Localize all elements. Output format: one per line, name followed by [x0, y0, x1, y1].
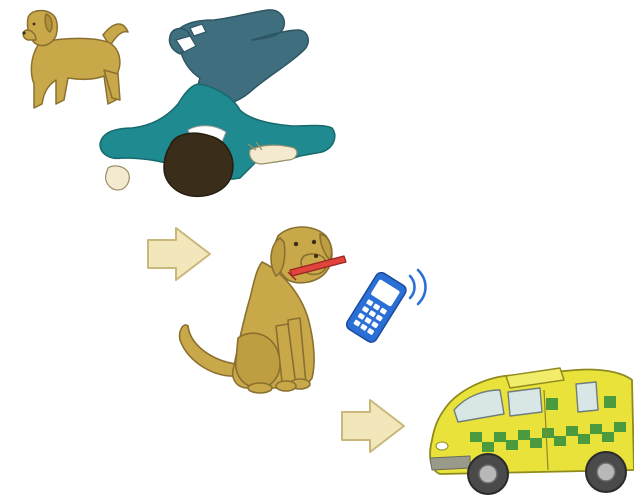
standing-dog-icon [22, 11, 128, 108]
fallen-person-icon [100, 10, 335, 196]
ringing-mobile-phone-icon [344, 270, 425, 344]
right-arrow-icon [148, 228, 210, 280]
ambulance-icon [430, 368, 634, 494]
right-arrow-icon [342, 400, 404, 452]
